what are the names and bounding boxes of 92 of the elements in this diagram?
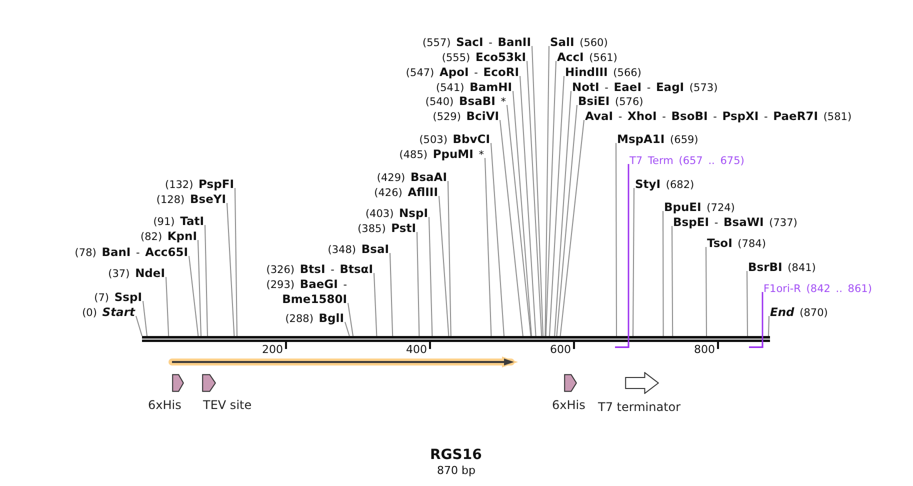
leader-line (484, 158, 492, 336)
site-label: (78) BanI - Acc65I (74, 245, 188, 260)
diagram-title: RGS16 (430, 447, 482, 463)
range-bracket (748, 343, 764, 348)
leader-line (166, 276, 170, 336)
site-label: (288) BglI (285, 311, 344, 326)
leader-line (520, 76, 536, 336)
site-label: (132) PspFI (164, 177, 234, 192)
site-label: BspEI - BsaWI (737) (673, 215, 798, 230)
leader-line (616, 142, 617, 336)
site-label: AccI (561) (557, 50, 618, 65)
site-label: TsoI (784) (707, 236, 766, 251)
site-label: BsiEI (576) (578, 94, 644, 109)
tick-label: 400 (406, 343, 427, 356)
leader-line (672, 226, 674, 336)
feature-label: F1ori-R (842 .. 861) (764, 282, 872, 296)
sequence-length-label: 870 bp (437, 464, 476, 477)
site-label: (547) ApoI - EcoRI (406, 65, 519, 80)
site-label: (503) BbvCI (419, 132, 490, 147)
leader-line (628, 164, 630, 343)
site-label: (540) BsaBI* (425, 94, 506, 109)
leader-line (768, 316, 770, 336)
site-label: StyI (682) (635, 177, 694, 192)
leader-line (544, 46, 550, 336)
feature-label: T7 terminator (598, 400, 681, 414)
leader-line (560, 120, 584, 336)
leader-line (512, 90, 532, 336)
leader-line (762, 292, 764, 343)
site-label: (326) BtsI - BtsαI (266, 262, 373, 277)
leader-line (549, 76, 564, 336)
site-label: AvaI - XhoI - BsoBI - PspXI - PaeR7I (581) (585, 109, 852, 124)
leader-line (438, 196, 450, 336)
site-label: (7) SspI (94, 290, 142, 305)
site-label: (403) NspI (365, 206, 428, 221)
leader-line (706, 246, 707, 336)
feature-label: T7 Term (657 .. 675) (630, 154, 744, 168)
leader-line (204, 224, 208, 336)
sequence-backbone (142, 336, 770, 342)
leader-line (142, 300, 148, 336)
site-label: BsrBI (841) (748, 260, 816, 275)
leader-line (545, 60, 556, 336)
site-label: (529) BciVI (432, 109, 499, 124)
leader-line (374, 272, 378, 336)
tick-label: 800 (694, 343, 715, 356)
leader-line (532, 46, 544, 336)
leader-line (506, 104, 532, 336)
sequence-end-label: (0) Start (82, 305, 135, 320)
site-label: (385) PstI (358, 221, 416, 236)
site-label: (557) SacI - BanII (422, 35, 531, 50)
leader-line (448, 180, 452, 336)
site-label: (555) Eco53kI (442, 50, 526, 65)
site-label: (91) TatI (153, 214, 204, 229)
leader-line (632, 188, 634, 336)
leader-line (416, 232, 420, 336)
tick-label: 200 (262, 343, 283, 356)
sequence-end-label: End (870) (770, 305, 828, 320)
site-label: (541) BamHI (436, 80, 512, 95)
leader-line (428, 216, 433, 336)
site-label: NotI - EaeI - EagI (573) (572, 80, 718, 95)
feature-label: 6xHis (148, 398, 182, 412)
leader-line (136, 316, 142, 336)
site-label: HindIII (566) (565, 65, 642, 80)
feature-label: TEV site (203, 398, 252, 412)
leader-line (234, 188, 238, 336)
site-label: (429) BsaAI (376, 170, 447, 185)
leader-line (390, 252, 394, 336)
leader-line (662, 210, 664, 336)
site-label: (485) PpuMI* (399, 147, 484, 162)
site-label: (426) AflIII (374, 185, 438, 200)
site-label: SalI (560) (550, 35, 608, 50)
site-label: (293) BaeGI - Bme1580I (239, 277, 347, 307)
tick-label: 600 (550, 343, 571, 356)
leader-line (556, 104, 578, 336)
leader-line (490, 142, 504, 336)
site-label: MspA1I (659) (617, 132, 698, 147)
leader-line (348, 302, 354, 336)
leader-line (226, 202, 235, 336)
leader-line (554, 90, 572, 336)
site-label: (128) BseYI (156, 192, 226, 207)
leader-line (188, 256, 199, 336)
site-label: (348) BsaI (328, 242, 389, 257)
site-label: (37) NdeI (108, 266, 165, 281)
range-bracket (614, 343, 630, 348)
leader-line (500, 120, 524, 336)
leader-line (198, 240, 202, 336)
site-label: BpuEI (724) (664, 200, 735, 215)
site-label: (82) KpnI (140, 229, 197, 244)
feature-label: 6xHis (552, 398, 586, 412)
leader-line (526, 60, 542, 336)
leader-line (746, 270, 748, 336)
leader-line (344, 322, 350, 336)
highlighted-arrow (168, 356, 520, 368)
